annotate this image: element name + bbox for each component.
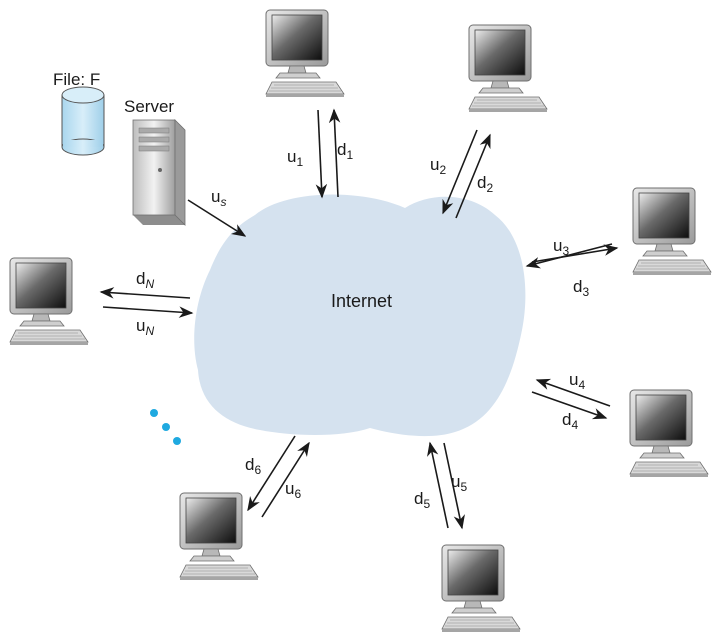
peer-2-up-label: u2 bbox=[430, 155, 446, 177]
ellipsis-dots-icon bbox=[150, 409, 181, 445]
peer-5-up-arrow bbox=[443, 442, 465, 530]
peer-5-down-label: d5 bbox=[414, 489, 430, 511]
computer-icon-peer-3 bbox=[632, 187, 712, 276]
peer-2-up-arrow bbox=[455, 133, 491, 219]
peer-4-up-arrow bbox=[535, 378, 611, 407]
peer-6-down-label: d6 bbox=[245, 455, 261, 477]
peer-n-up-label: uN bbox=[136, 316, 154, 338]
peer-1-down-label: d1 bbox=[337, 140, 353, 162]
peer-6-up-arrow bbox=[261, 441, 310, 518]
peer-6-up-label: u6 bbox=[285, 479, 301, 501]
file-label: File: F bbox=[53, 70, 100, 89]
peer-5-up-label: u5 bbox=[451, 472, 467, 494]
peer-1-up-label: u1 bbox=[287, 147, 303, 169]
peer-4-down-arrow bbox=[531, 391, 608, 420]
peer-3-down-label: d3 bbox=[573, 277, 589, 299]
peer-4-up-label: u4 bbox=[569, 370, 585, 392]
peer-3-up-label: u3 bbox=[553, 236, 569, 258]
computer-icon-peer-n bbox=[9, 257, 89, 346]
internet-cloud-icon bbox=[194, 194, 526, 437]
server-upload-arrow bbox=[187, 199, 247, 237]
computer-icon-peer-2 bbox=[468, 24, 548, 113]
peer-n-up-arrow bbox=[102, 306, 194, 318]
peer-6-down-arrow bbox=[247, 435, 296, 512]
peer-5-down-arrow bbox=[427, 441, 449, 529]
peer-2-down-arrow bbox=[442, 129, 478, 215]
peer-2-down-label: d2 bbox=[477, 173, 493, 195]
peer-n-down-arrow bbox=[99, 287, 191, 299]
server-tower-icon bbox=[132, 119, 186, 226]
computer-icon-peer-4 bbox=[629, 389, 709, 478]
computer-icon-peer-5 bbox=[441, 544, 521, 633]
peer-1-down-arrow bbox=[328, 108, 341, 198]
peer-n-down-label: dN bbox=[136, 269, 154, 291]
peer-4-down-label: d4 bbox=[562, 410, 578, 432]
peer-3-down-arrow bbox=[531, 244, 619, 263]
cloud-label: Internet bbox=[331, 291, 392, 311]
computer-icon-peer-6 bbox=[179, 492, 259, 581]
server-link-label: us bbox=[211, 187, 226, 209]
database-cylinder-icon bbox=[61, 86, 105, 156]
server-label: Server bbox=[124, 97, 174, 116]
peer-3-up-arrow bbox=[525, 243, 613, 269]
computer-icon-peer-1 bbox=[265, 9, 345, 98]
peer-1-up-arrow bbox=[315, 109, 328, 199]
